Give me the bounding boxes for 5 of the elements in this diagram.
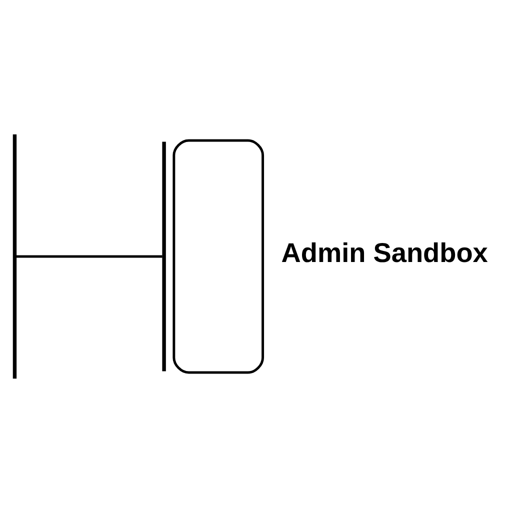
node-box (172, 138, 264, 374)
node-label: Admin Sandbox (281, 236, 488, 268)
node-bar (12, 134, 17, 378)
node-bar (162, 141, 166, 371)
connector (16, 254, 162, 258)
